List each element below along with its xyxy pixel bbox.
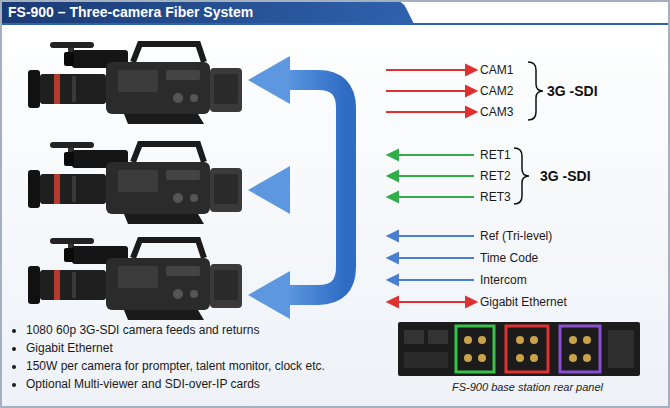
drawing-part bbox=[516, 354, 524, 362]
drawing-part bbox=[248, 271, 290, 319]
drawing-part bbox=[514, 148, 529, 204]
drawing-part bbox=[396, 235, 474, 237]
bullet-note: 150W per camera for prompter, talent mon… bbox=[26, 357, 325, 375]
drawing-part bbox=[516, 336, 524, 344]
drawing-part bbox=[396, 257, 474, 259]
group-label: 3G -SDI bbox=[540, 168, 591, 184]
drawing-part bbox=[404, 330, 424, 344]
drawing-part bbox=[388, 231, 398, 241]
signal-name: RET2 bbox=[480, 169, 511, 183]
drawing-part bbox=[456, 326, 494, 372]
drawing-part bbox=[506, 326, 548, 372]
drawing-part bbox=[396, 279, 474, 281]
drawing-part bbox=[530, 354, 538, 362]
signal-name: CAM1 bbox=[480, 63, 513, 77]
drawing-part bbox=[248, 166, 290, 214]
signal-name: RET3 bbox=[480, 190, 511, 204]
drawing-part bbox=[388, 297, 398, 307]
drawing-part bbox=[404, 352, 448, 368]
drawing-part bbox=[466, 107, 476, 117]
drawing-part bbox=[388, 150, 398, 160]
drawing-part bbox=[583, 336, 591, 344]
group-label: 3G -SDI bbox=[547, 83, 598, 99]
drawing-part bbox=[248, 56, 290, 104]
drawing-part bbox=[478, 354, 486, 362]
drawing-part bbox=[396, 175, 474, 177]
drawing-part bbox=[386, 111, 468, 113]
drawing-part bbox=[388, 297, 476, 307]
drawing-part bbox=[569, 354, 577, 362]
signal-name: CAM2 bbox=[480, 84, 513, 98]
drawing-part bbox=[569, 336, 577, 344]
drawing-part bbox=[28, 238, 242, 320]
drawing-part bbox=[464, 336, 472, 344]
drawing-part bbox=[388, 171, 398, 181]
drawing-part bbox=[528, 62, 543, 120]
drawing-part bbox=[286, 180, 338, 200]
drawing-part bbox=[388, 192, 398, 202]
signal-name: RET1 bbox=[480, 148, 511, 162]
base-station-drawing bbox=[398, 322, 640, 376]
drawing-part bbox=[388, 150, 474, 202]
signal-name: Ref (Tri-level) bbox=[480, 229, 552, 243]
signal-name: Gigabit Ethernet bbox=[480, 295, 567, 309]
drawing-part bbox=[386, 65, 476, 117]
drawing-part bbox=[608, 330, 634, 368]
drawing-part bbox=[388, 253, 398, 263]
drawing-part bbox=[28, 142, 242, 224]
drawing-part bbox=[466, 297, 476, 307]
drawing-part bbox=[396, 301, 466, 303]
drawing-part bbox=[28, 42, 242, 124]
bullet-note: Optional Multi-viewer and SDI-over-IP ca… bbox=[26, 375, 325, 393]
drawing-part bbox=[466, 86, 476, 96]
signal-name: Time Code bbox=[480, 251, 538, 265]
drawing-part bbox=[466, 65, 476, 75]
bullet-list: 1080 60p 3G-SDI camera feeds and returns… bbox=[8, 321, 325, 393]
drawing-part bbox=[396, 196, 474, 198]
drawing-part bbox=[428, 330, 448, 344]
drawing-part bbox=[530, 336, 538, 344]
drawing-part bbox=[396, 154, 474, 156]
drawing-part bbox=[560, 326, 600, 372]
drawing-part bbox=[286, 80, 346, 295]
caption-text: FS-900 base station rear panel bbox=[452, 381, 603, 394]
drawing-part bbox=[388, 275, 398, 285]
title-text: FS-900 – Three-camera Fiber System bbox=[8, 4, 253, 20]
signal-name: CAM3 bbox=[480, 105, 513, 119]
drawing-part bbox=[0, 0, 414, 24]
drawing-part bbox=[0, 23, 670, 25]
drawing-part bbox=[388, 231, 474, 285]
bullet-note: 1080 60p 3G-SDI camera feeds and returns bbox=[26, 321, 325, 339]
drawing-part bbox=[386, 69, 468, 71]
signal-name: Intercom bbox=[480, 273, 527, 287]
drawing-part bbox=[398, 322, 640, 376]
drawing-part bbox=[583, 354, 591, 362]
drawing-part bbox=[478, 336, 486, 344]
drawing-part bbox=[464, 354, 472, 362]
bullet-note: Gigabit Ethernet bbox=[26, 339, 325, 357]
drawing-part bbox=[386, 90, 468, 92]
